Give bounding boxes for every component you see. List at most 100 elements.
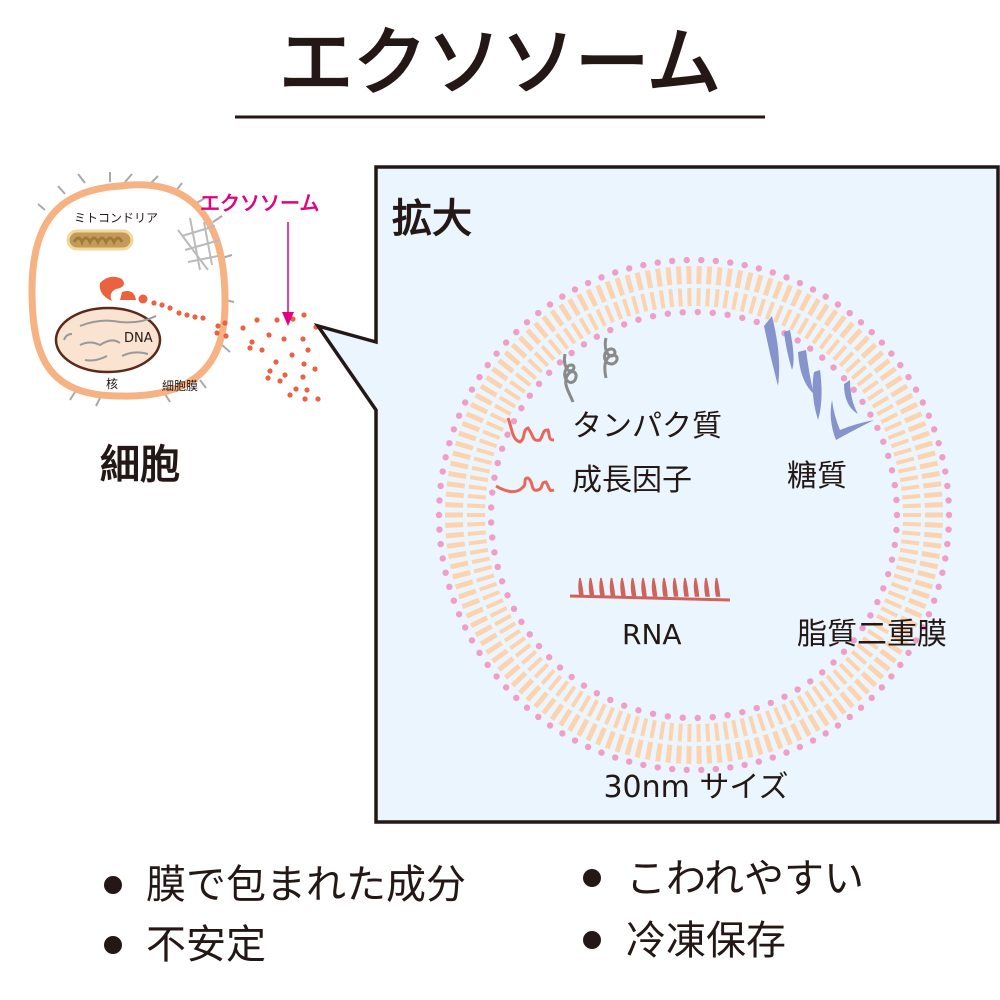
lipid-tail xyxy=(880,412,899,424)
lipid-tail xyxy=(839,691,855,709)
lipid-head xyxy=(494,459,501,467)
lipid-head xyxy=(510,417,518,425)
lipid-head xyxy=(945,497,952,504)
cell-caption: 細胞 xyxy=(100,442,180,488)
lipid-head xyxy=(724,311,731,319)
lipid-tail xyxy=(612,710,624,729)
lipid-head xyxy=(767,699,775,707)
lipid-tail xyxy=(773,304,784,324)
lipid-tail xyxy=(856,372,874,387)
rna-label: RNA xyxy=(622,618,682,651)
bullet-icon xyxy=(104,936,122,954)
lipid-tail xyxy=(706,745,713,764)
lipid-head xyxy=(880,585,887,592)
lipid-tail xyxy=(604,730,616,750)
lipid-head xyxy=(493,673,500,680)
lipid-tail xyxy=(739,718,748,737)
cilium xyxy=(37,203,46,211)
lipid-tail xyxy=(527,358,544,374)
lipid-tail xyxy=(715,744,723,763)
exosome-dot xyxy=(267,368,273,374)
lipid-tail xyxy=(807,298,821,317)
exosome-dot xyxy=(312,366,318,372)
zoom-panel xyxy=(313,165,1000,824)
lipid-head xyxy=(741,761,748,769)
lipid-head xyxy=(942,555,949,562)
lipid-head xyxy=(504,431,511,438)
exosome-dot xyxy=(277,378,283,384)
lipid-head xyxy=(905,373,912,381)
lipid-tail xyxy=(815,303,830,322)
exosome-dot xyxy=(249,339,255,345)
lipid-tail xyxy=(832,344,848,362)
lipid-head xyxy=(546,722,554,729)
lipid-tail xyxy=(482,429,501,440)
lipid-head xyxy=(888,556,896,563)
lipid-head xyxy=(446,439,453,447)
bullet-item: 冷凍保存 xyxy=(626,918,786,964)
lipid-head xyxy=(436,526,443,533)
lipid-tail xyxy=(595,726,607,746)
lipid-head xyxy=(878,339,886,346)
lipid-head xyxy=(625,758,633,765)
lipid-tail xyxy=(454,440,474,451)
lipid-head xyxy=(504,592,511,599)
lipid-tail xyxy=(876,403,894,417)
lipid-head xyxy=(535,713,542,721)
lipid-tail xyxy=(893,447,912,457)
rna-strand xyxy=(704,577,710,597)
lipid-tail xyxy=(853,678,871,695)
lipid-head xyxy=(859,398,866,406)
lipid-head xyxy=(446,583,453,591)
lipid-head xyxy=(709,309,716,317)
lipid-tail xyxy=(525,328,542,346)
lipid-head xyxy=(884,570,892,578)
lipid-head xyxy=(868,694,875,702)
lipid-head xyxy=(850,637,857,644)
lipid-tail xyxy=(901,484,920,491)
lipid-tail xyxy=(902,521,921,527)
lipid-tail xyxy=(604,304,615,324)
lipid-tail xyxy=(919,560,939,570)
lipid-tail xyxy=(465,411,484,424)
lipid-head xyxy=(625,265,633,272)
lipid-tail xyxy=(887,590,906,601)
lipid-tail xyxy=(541,697,557,715)
lipid-head xyxy=(437,482,444,490)
lipid-head xyxy=(781,693,788,700)
lipid-tail xyxy=(781,284,793,304)
lipid-tail xyxy=(756,713,767,732)
lipid-head xyxy=(679,714,686,721)
lipid-tail xyxy=(722,721,730,740)
lipid-tail xyxy=(665,744,673,763)
lipid-head xyxy=(840,648,848,655)
lipid-head xyxy=(435,511,443,519)
lipid-tail xyxy=(922,481,942,489)
lipid-tail xyxy=(764,710,776,729)
lipid-head xyxy=(893,496,900,504)
lipid-head xyxy=(640,761,647,769)
cilium xyxy=(199,379,207,389)
lipid-tail xyxy=(744,739,754,758)
exosome-dot xyxy=(301,312,307,318)
lipid-tail xyxy=(497,656,515,672)
lipid-head xyxy=(568,673,575,681)
lipid-tail xyxy=(804,322,818,340)
cilium xyxy=(164,393,171,403)
lipid-tail xyxy=(668,289,675,308)
lipid-tail xyxy=(655,268,663,287)
exosome-dot xyxy=(315,396,321,402)
lipid-tail xyxy=(798,293,812,312)
lipid-tail xyxy=(469,402,489,415)
lipid-tail xyxy=(725,743,733,762)
protein-label: タンパク質 xyxy=(572,409,722,444)
lipid-head xyxy=(683,256,690,264)
lipid-tail xyxy=(744,272,754,291)
lipid-head xyxy=(698,256,705,264)
lipid-head xyxy=(450,426,458,433)
lipid-tail xyxy=(911,430,930,442)
exosome-dot xyxy=(293,386,299,392)
lipid-tail xyxy=(899,615,919,628)
lipid-tail xyxy=(885,375,903,390)
lipid-head xyxy=(878,684,886,691)
